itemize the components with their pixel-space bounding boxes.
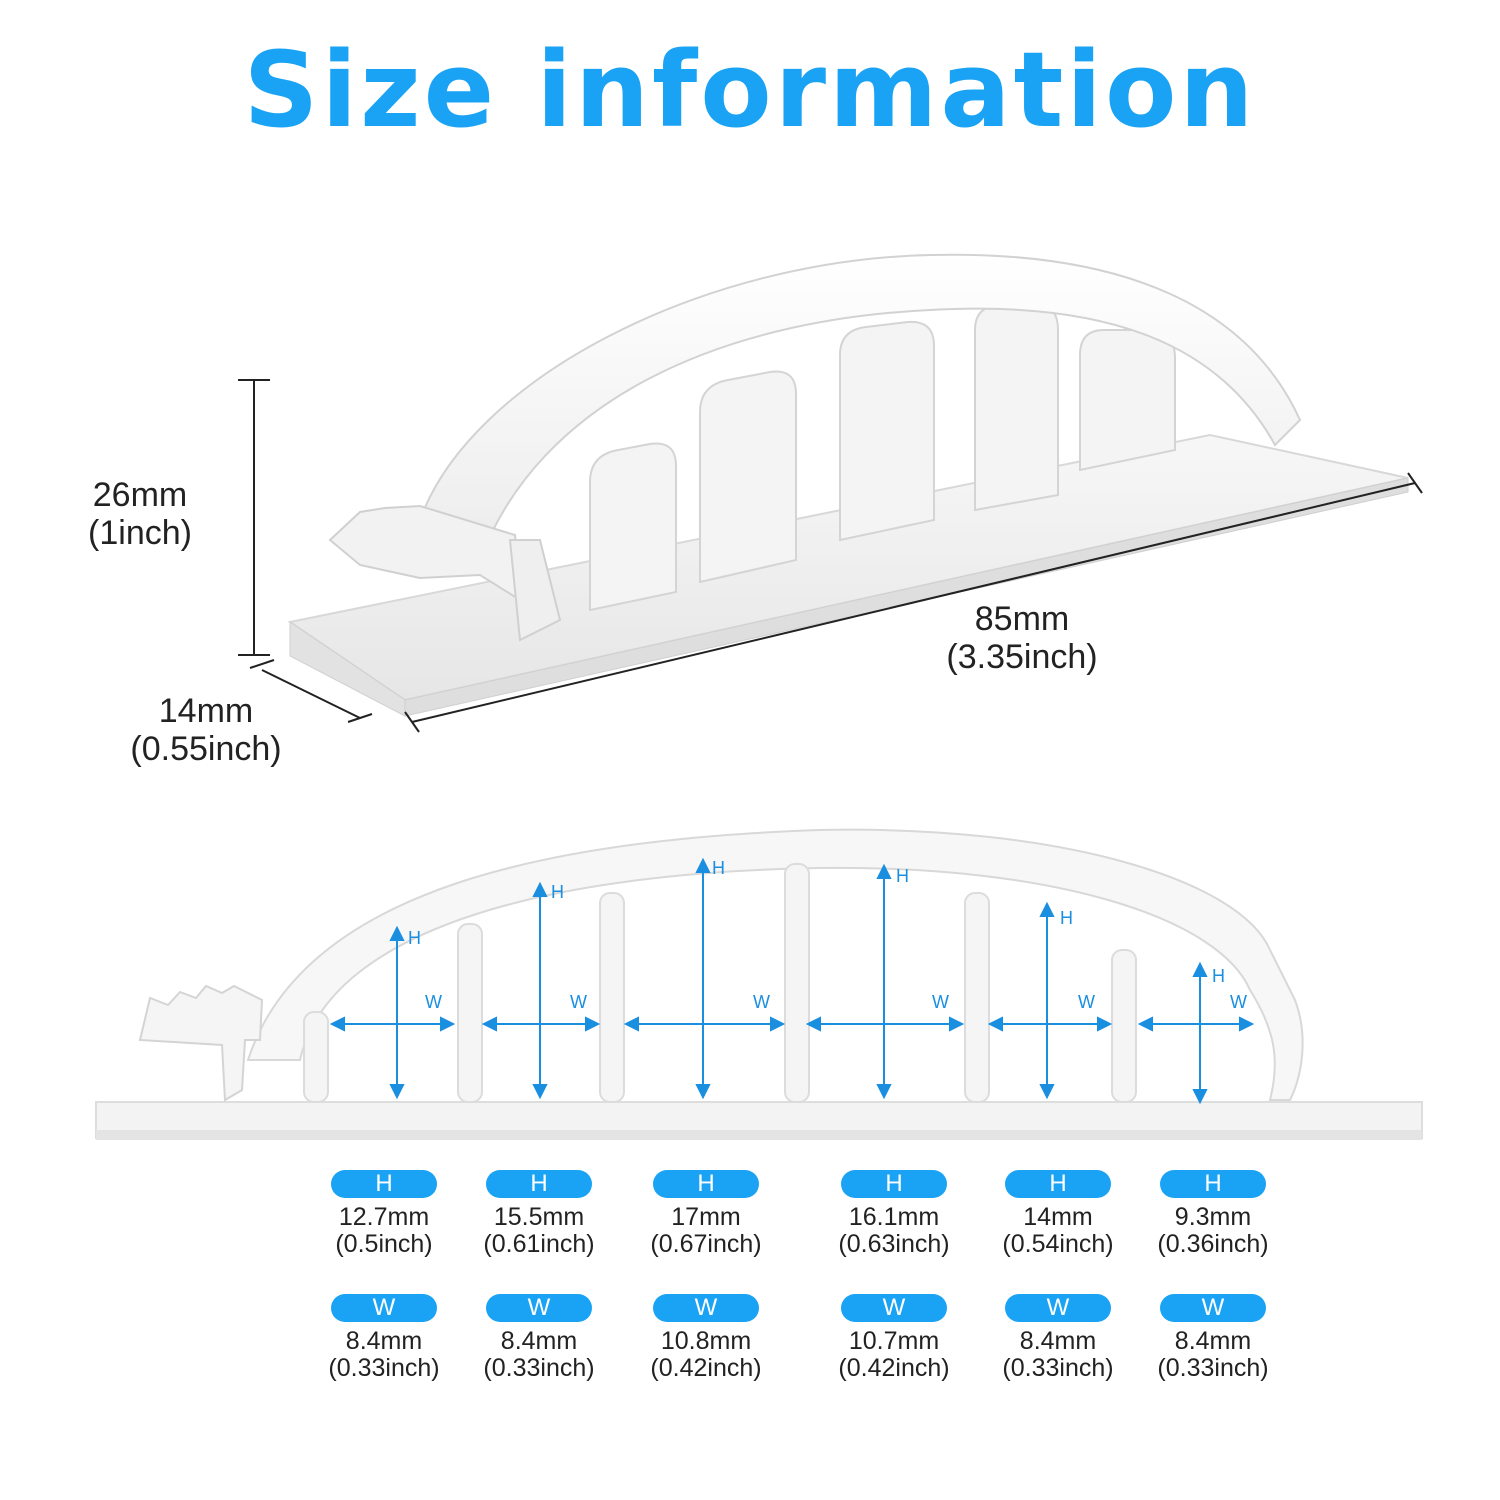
- slot-6-h-marker: H: [1212, 966, 1225, 986]
- slot-6-width-mm: 8.4mm: [1174, 1327, 1252, 1355]
- slot-2-measurements: H 15.5mm (0.61inch) W 8.4mm (0.33inch): [469, 1170, 609, 1382]
- length-dimension-label: 85mm (3.35inch): [912, 600, 1132, 676]
- slot-4-w-marker: W: [932, 992, 949, 1012]
- slot-5-measurements: H 14mm (0.54inch) W 8.4mm (0.33inch): [988, 1170, 1128, 1382]
- slot-6-measurements: H 9.3mm (0.36inch) W 8.4mm (0.33inch): [1143, 1170, 1283, 1382]
- slot-2-width-inch: (0.33inch): [483, 1354, 595, 1382]
- slot-4-height-mm: 16.1mm: [848, 1203, 940, 1231]
- width-pill: W: [1005, 1294, 1111, 1322]
- slot-4-height-inch: (0.63inch): [838, 1230, 950, 1258]
- height-mm: 26mm: [92, 476, 188, 514]
- slot-5-w-marker: W: [1078, 992, 1095, 1012]
- slot-5-height-inch: (0.54inch): [1002, 1230, 1114, 1258]
- slot-3-height-inch: (0.67inch): [650, 1230, 762, 1258]
- width-pill: W: [1160, 1294, 1266, 1322]
- slot-1-width-mm: 8.4mm: [345, 1327, 423, 1355]
- slot-2-h-marker: H: [551, 882, 564, 902]
- slot-1-measurements: H 12.7mm (0.5inch) W 8.4mm (0.33inch): [314, 1170, 454, 1382]
- slot-1-width-inch: (0.33inch): [328, 1354, 440, 1382]
- page-title: Size information: [243, 29, 1257, 151]
- slot-3-height-mm: 17mm: [671, 1203, 741, 1231]
- slot-2-w-marker: W: [570, 992, 587, 1012]
- height-pill: H: [1160, 1170, 1266, 1198]
- slot-5-width-inch: (0.33inch): [1002, 1354, 1114, 1382]
- depth-dimension-label: 14mm (0.55inch): [106, 692, 306, 768]
- slot-6-height-mm: 9.3mm: [1174, 1203, 1252, 1231]
- slot-5-width-mm: 8.4mm: [1019, 1327, 1097, 1355]
- height-pill: H: [1005, 1170, 1111, 1198]
- height-inch: (1inch): [88, 514, 192, 552]
- slot-6-width-inch: (0.33inch): [1157, 1354, 1269, 1382]
- slot-5-h-marker: H: [1060, 908, 1073, 928]
- height-pill: H: [841, 1170, 947, 1198]
- height-pill: H: [331, 1170, 437, 1198]
- slot-2-height-mm: 15.5mm: [493, 1203, 585, 1231]
- length-mm: 85mm: [974, 600, 1070, 638]
- width-pill: W: [331, 1294, 437, 1322]
- width-pill: W: [653, 1294, 759, 1322]
- height-dimension-label: 26mm (1inch): [70, 476, 210, 552]
- slot-6-height-inch: (0.36inch): [1157, 1230, 1269, 1258]
- depth-mm: 14mm: [158, 692, 254, 730]
- slot-4-measurements: H 16.1mm (0.63inch) W 10.7mm (0.42inch): [824, 1170, 964, 1382]
- slot-3-h-marker: H: [712, 858, 725, 878]
- length-inch: (3.35inch): [946, 638, 1098, 676]
- height-pill: H: [653, 1170, 759, 1198]
- depth-inch: (0.55inch): [130, 730, 282, 768]
- slot-3-width-inch: (0.42inch): [650, 1354, 762, 1382]
- height-pill: H: [486, 1170, 592, 1198]
- slot-3-measurements: H 17mm (0.67inch) W 10.8mm (0.42inch): [636, 1170, 776, 1382]
- slot-1-height-inch: (0.5inch): [335, 1230, 433, 1258]
- slot-4-h-marker: H: [896, 866, 909, 886]
- slot-6-w-marker: W: [1230, 992, 1247, 1012]
- slot-2-height-inch: (0.61inch): [483, 1230, 595, 1258]
- slot-5-height-mm: 14mm: [1023, 1203, 1093, 1231]
- width-pill: W: [486, 1294, 592, 1322]
- slot-3-width-mm: 10.8mm: [660, 1327, 752, 1355]
- slot-3-w-marker: W: [753, 992, 770, 1012]
- slot-1-height-mm: 12.7mm: [338, 1203, 430, 1231]
- slot-2-width-mm: 8.4mm: [500, 1327, 578, 1355]
- slot-4-width-mm: 10.7mm: [848, 1327, 940, 1355]
- width-pill: W: [841, 1294, 947, 1322]
- slot-1-h-marker: H: [408, 928, 421, 948]
- slot-1-w-marker: W: [425, 992, 442, 1012]
- slot-4-width-inch: (0.42inch): [838, 1354, 950, 1382]
